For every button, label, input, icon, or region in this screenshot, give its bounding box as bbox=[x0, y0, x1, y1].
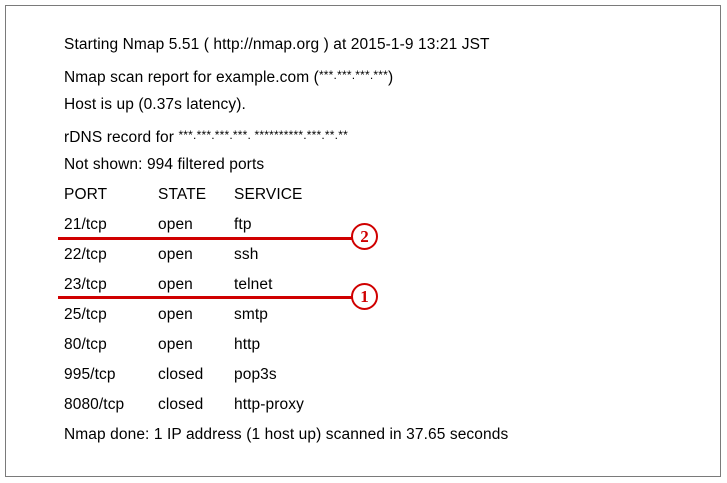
cell-port: 80/tcp bbox=[64, 336, 107, 353]
host-status-line: Host is up (0.37s latency). bbox=[64, 96, 246, 113]
cell-port: 25/tcp bbox=[64, 306, 107, 323]
table-row: 21/tcp open ftp bbox=[64, 210, 684, 240]
cell-port: 8080/tcp bbox=[64, 396, 125, 413]
cell-service: telnet bbox=[234, 276, 273, 293]
nmap-scan-report-line: Nmap scan report for example.com (***.**… bbox=[64, 60, 684, 90]
table-row: 23/tcp open telnet bbox=[64, 270, 684, 300]
cell-state: closed bbox=[158, 396, 204, 413]
cell-service: smtp bbox=[234, 306, 268, 323]
table-row: 995/tcp closed pop3s bbox=[64, 360, 684, 390]
rdns-prefix: rDNS record for bbox=[64, 129, 179, 146]
cell-service: ssh bbox=[234, 246, 259, 263]
table-row: 25/tcp open smtp bbox=[64, 300, 684, 330]
cell-service: http bbox=[234, 336, 261, 353]
cell-state: open bbox=[158, 276, 193, 293]
table-row: 80/tcp open http bbox=[64, 330, 684, 360]
nmap-output: Starting Nmap 5.51 ( http://nmap.org ) a… bbox=[64, 30, 684, 450]
cell-port: 21/tcp bbox=[64, 216, 107, 233]
content-frame: Starting Nmap 5.51 ( http://nmap.org ) a… bbox=[5, 5, 721, 477]
cell-service: http-proxy bbox=[234, 396, 304, 413]
cell-service: pop3s bbox=[234, 366, 277, 383]
cell-state: open bbox=[158, 336, 193, 353]
table-row: 8080/tcp closed http-proxy bbox=[64, 390, 684, 420]
nmap-done-line: Nmap done: 1 IP address (1 host up) scan… bbox=[64, 426, 509, 443]
column-header-port: PORT bbox=[64, 186, 108, 203]
cell-port: 23/tcp bbox=[64, 276, 107, 293]
not-shown-line: Not shown: 994 filtered ports bbox=[64, 156, 265, 173]
nmap-start-line: Starting Nmap 5.51 ( http://nmap.org ) a… bbox=[64, 36, 490, 53]
column-header-state: STATE bbox=[158, 186, 207, 203]
cell-state: open bbox=[158, 246, 193, 263]
table-row: 22/tcp open ssh bbox=[64, 240, 684, 270]
rdns-mask: ***.***.***.***. **********.***.**.** bbox=[178, 128, 348, 142]
cell-state: open bbox=[158, 306, 193, 323]
cell-port: 22/tcp bbox=[64, 246, 107, 263]
cell-state: closed bbox=[158, 366, 204, 383]
cell-state: open bbox=[158, 216, 193, 233]
scan-report-ip-mask: ***.***.***.*** bbox=[318, 68, 388, 82]
cell-port: 995/tcp bbox=[64, 366, 116, 383]
cell-service: ftp bbox=[234, 216, 252, 233]
column-header-service: SERVICE bbox=[234, 186, 303, 203]
port-table-header: PORT STATE SERVICE bbox=[64, 180, 684, 210]
rdns-record-line: rDNS record for ***.***.***.***. *******… bbox=[64, 120, 684, 150]
scan-report-suffix: ) bbox=[387, 69, 394, 86]
scan-report-prefix: Nmap scan report for example.com ( bbox=[64, 69, 319, 86]
